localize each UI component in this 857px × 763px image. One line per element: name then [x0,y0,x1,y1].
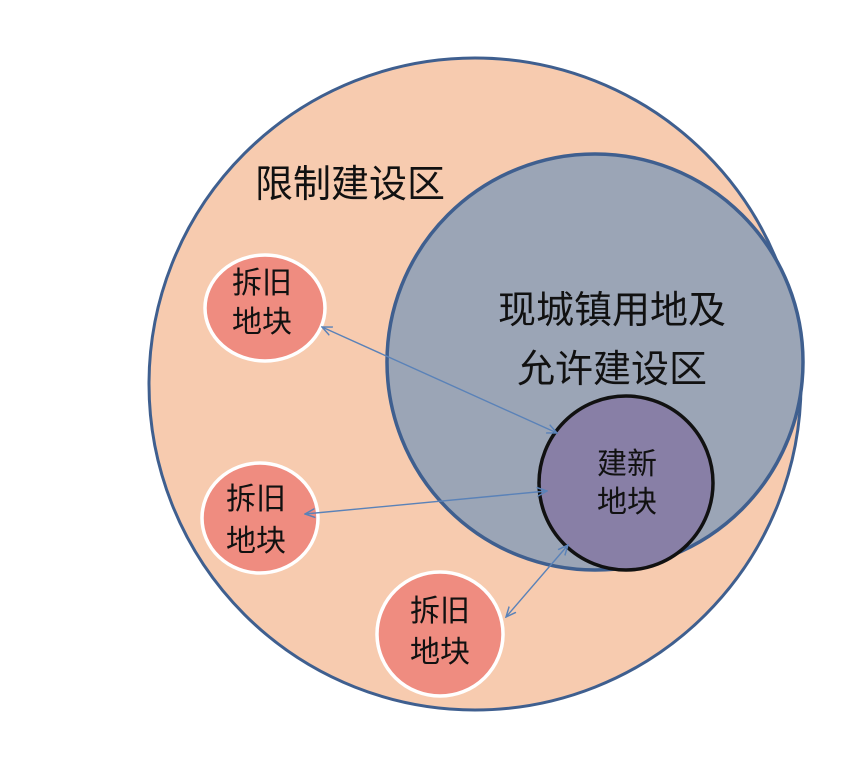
swap-arrow-3 [506,545,568,617]
old-block-1-label-line2: 地块 [232,305,292,340]
allowed-zone-label-line1: 现城镇用地及 [498,288,726,332]
old-block-3-label-line1: 拆旧 [410,594,470,629]
old-block-2-label-line2: 地块 [226,524,286,559]
old-block-circle-1 [203,253,327,363]
restricted-zone-label: 限制建设区 [255,162,445,206]
old-block-3-label-line2: 地块 [410,635,470,670]
new-block-label-line2: 地块 [597,485,657,520]
old-block-2-label-line1: 拆旧 [226,482,286,517]
new-block-circle [537,394,715,572]
swap-arrow-2 [305,491,547,514]
swap-arrow-1 [322,327,557,433]
old-block-circle-3 [375,570,505,698]
new-block-label-line1: 建新 [597,447,657,482]
allowed-zone-label-line2: 允许建设区 [517,347,707,391]
old-block-1-label-line1: 拆旧 [232,266,292,301]
